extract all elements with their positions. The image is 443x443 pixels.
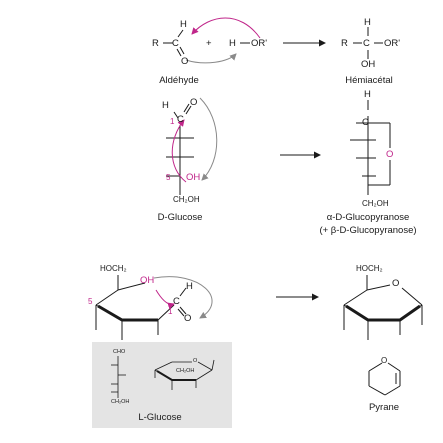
aldehyde-c: C	[172, 38, 179, 49]
bond-c-o-2	[179, 46, 185, 55]
label-pyrane: Pyrane	[368, 402, 400, 413]
aldehyde-structure	[163, 29, 185, 57]
haworth-hoch2-left: HOCH₂	[100, 264, 127, 273]
alcohol-h: H	[229, 38, 236, 49]
bond-c-o-1	[176, 48, 182, 57]
aldehyde-h: H	[180, 19, 187, 30]
fischer-top-h: H	[162, 100, 169, 111]
fischer-oh: OH	[186, 172, 201, 183]
pyranose-o: O	[386, 149, 394, 160]
l-glucose-ring-ch2oh: CH₂OH	[176, 368, 195, 374]
fischer-ch2oh: CH₂OH	[173, 195, 200, 204]
label-d-glucose: D-Glucose	[157, 212, 203, 223]
pyrane-o: O	[381, 356, 388, 365]
haworth-o: O	[184, 313, 192, 324]
aldehyde-r: R	[152, 38, 159, 49]
hemiacetal-oh: OH	[361, 59, 376, 70]
hemiacetal-structure	[353, 27, 383, 59]
proton-transfer-arrow	[185, 53, 237, 64]
pyranose-ch2oh: CH₂OH	[362, 199, 389, 208]
haworth-num-5: 5	[88, 297, 93, 306]
l-glucose-panel	[92, 342, 232, 428]
proton-arrow-2	[199, 97, 218, 181]
haworth-hoch2-right: HOCH₂	[356, 264, 383, 273]
l-glucose-ring-bold	[156, 370, 196, 381]
haworth-c: C	[173, 296, 180, 307]
pyranose-c: C	[362, 117, 369, 128]
plus-sign: +	[206, 38, 212, 49]
label-aldehyde: Aldéhyde	[159, 75, 199, 86]
haworth-open-bold	[97, 304, 158, 322]
haworth-ring	[343, 275, 423, 340]
hemiacetal-r: R	[341, 38, 348, 49]
fischer-num-1: 1	[170, 117, 175, 126]
aldehyde-o: O	[181, 56, 189, 67]
l-glucose-ring-o: O	[193, 358, 198, 364]
pyrane-ring	[368, 362, 401, 396]
hemiacetal-c: C	[363, 38, 370, 49]
label-beta-glucopyranose: (+ β-D-Glucopyranose)	[319, 225, 417, 236]
hemiacetal-h: H	[364, 17, 371, 28]
label-l-glucose: L-Glucose	[138, 412, 182, 423]
haworth-attack-arrow	[155, 289, 175, 310]
pyranose-h: H	[364, 89, 371, 100]
haworth-ring-o: O	[392, 278, 400, 289]
haworth-num-1: 1	[168, 307, 173, 316]
d-glucose-fischer	[166, 103, 194, 195]
l-glucose-ch2oh: CH₂OH	[111, 399, 130, 405]
fischer-top-c: C	[177, 114, 184, 125]
fischer-num-5: 5	[166, 173, 171, 182]
pyranose-fischer	[350, 100, 391, 195]
label-hemiacetal: Hémiacétal	[345, 75, 393, 86]
haworth-ring-bold	[345, 304, 421, 322]
ring-closure-arrow	[171, 119, 187, 183]
alcohol-or: OR'	[251, 38, 268, 49]
l-glucose-cho: CHO	[113, 349, 126, 355]
haworth-h: H	[186, 281, 193, 292]
bond-c-h	[177, 29, 184, 38]
haworth-oh: OH	[140, 275, 155, 286]
fischer-top-o: O	[190, 97, 198, 108]
label-glucopyranose: α-D-Glucopyranose	[326, 212, 410, 223]
hemiacetal-or: OR'	[384, 38, 401, 49]
l-glucose-fischer	[111, 356, 126, 398]
haworth-proton-arrow	[153, 276, 213, 319]
nucleophilic-attack-arrow	[191, 17, 261, 39]
